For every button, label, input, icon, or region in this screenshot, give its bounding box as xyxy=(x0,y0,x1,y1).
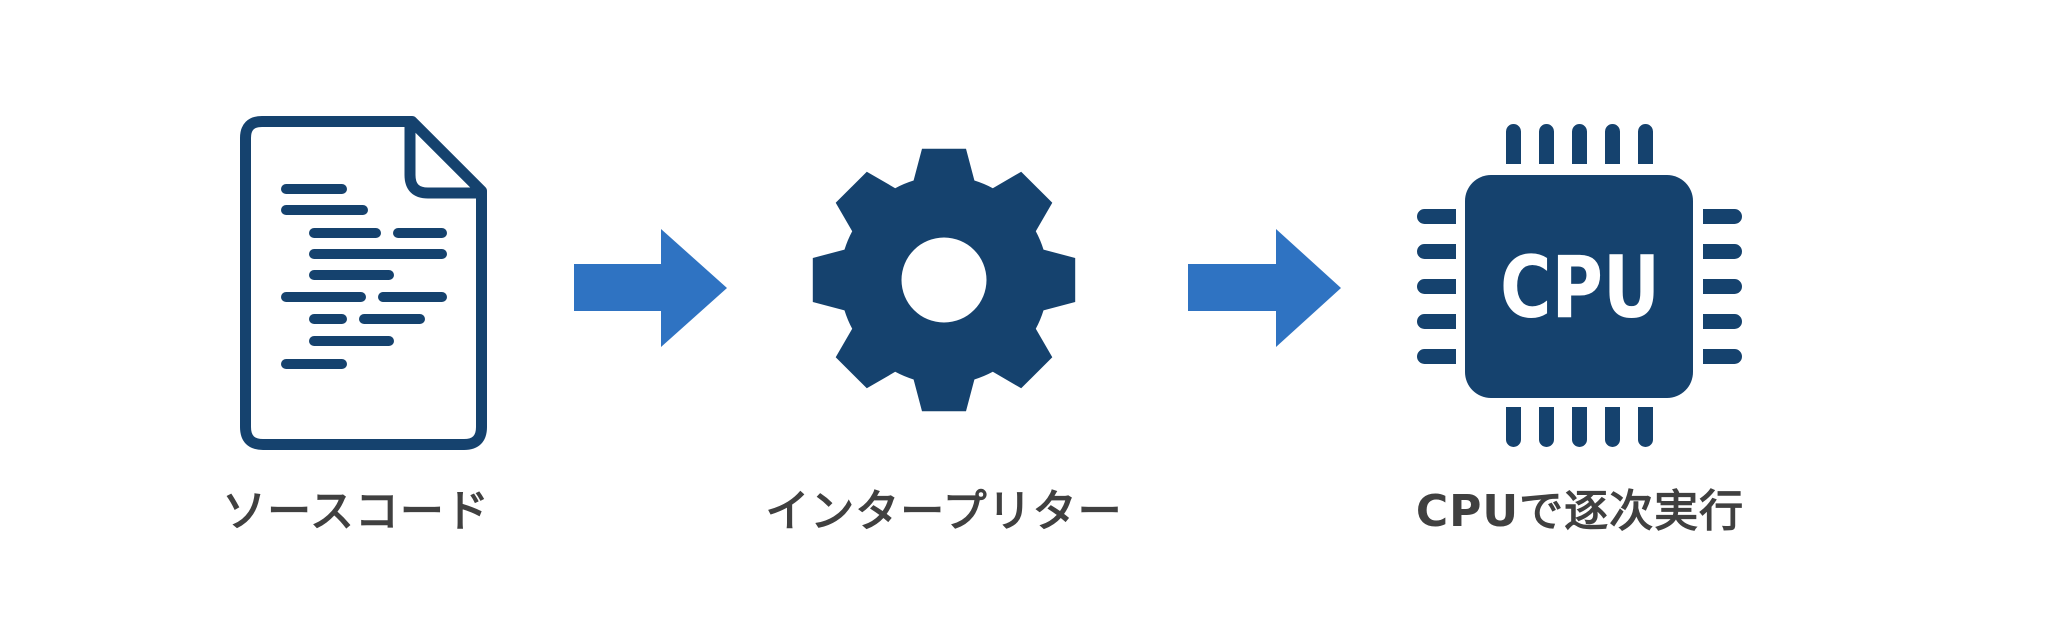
chip-label: CPU xyxy=(1500,238,1660,338)
label-cpu-execution: CPUで逐次実行 xyxy=(1415,486,1745,537)
label-interpreter: インタープリター xyxy=(765,486,1123,537)
arrow-right-icon xyxy=(574,229,727,347)
arrow-right-icon xyxy=(1188,229,1341,347)
document-code-icon xyxy=(240,116,487,450)
chip-body xyxy=(1465,175,1693,398)
gear-icon xyxy=(812,148,1076,412)
label-source-code: ソースコード xyxy=(222,486,490,537)
cpu-chip-icon: CPU xyxy=(1417,124,1742,447)
